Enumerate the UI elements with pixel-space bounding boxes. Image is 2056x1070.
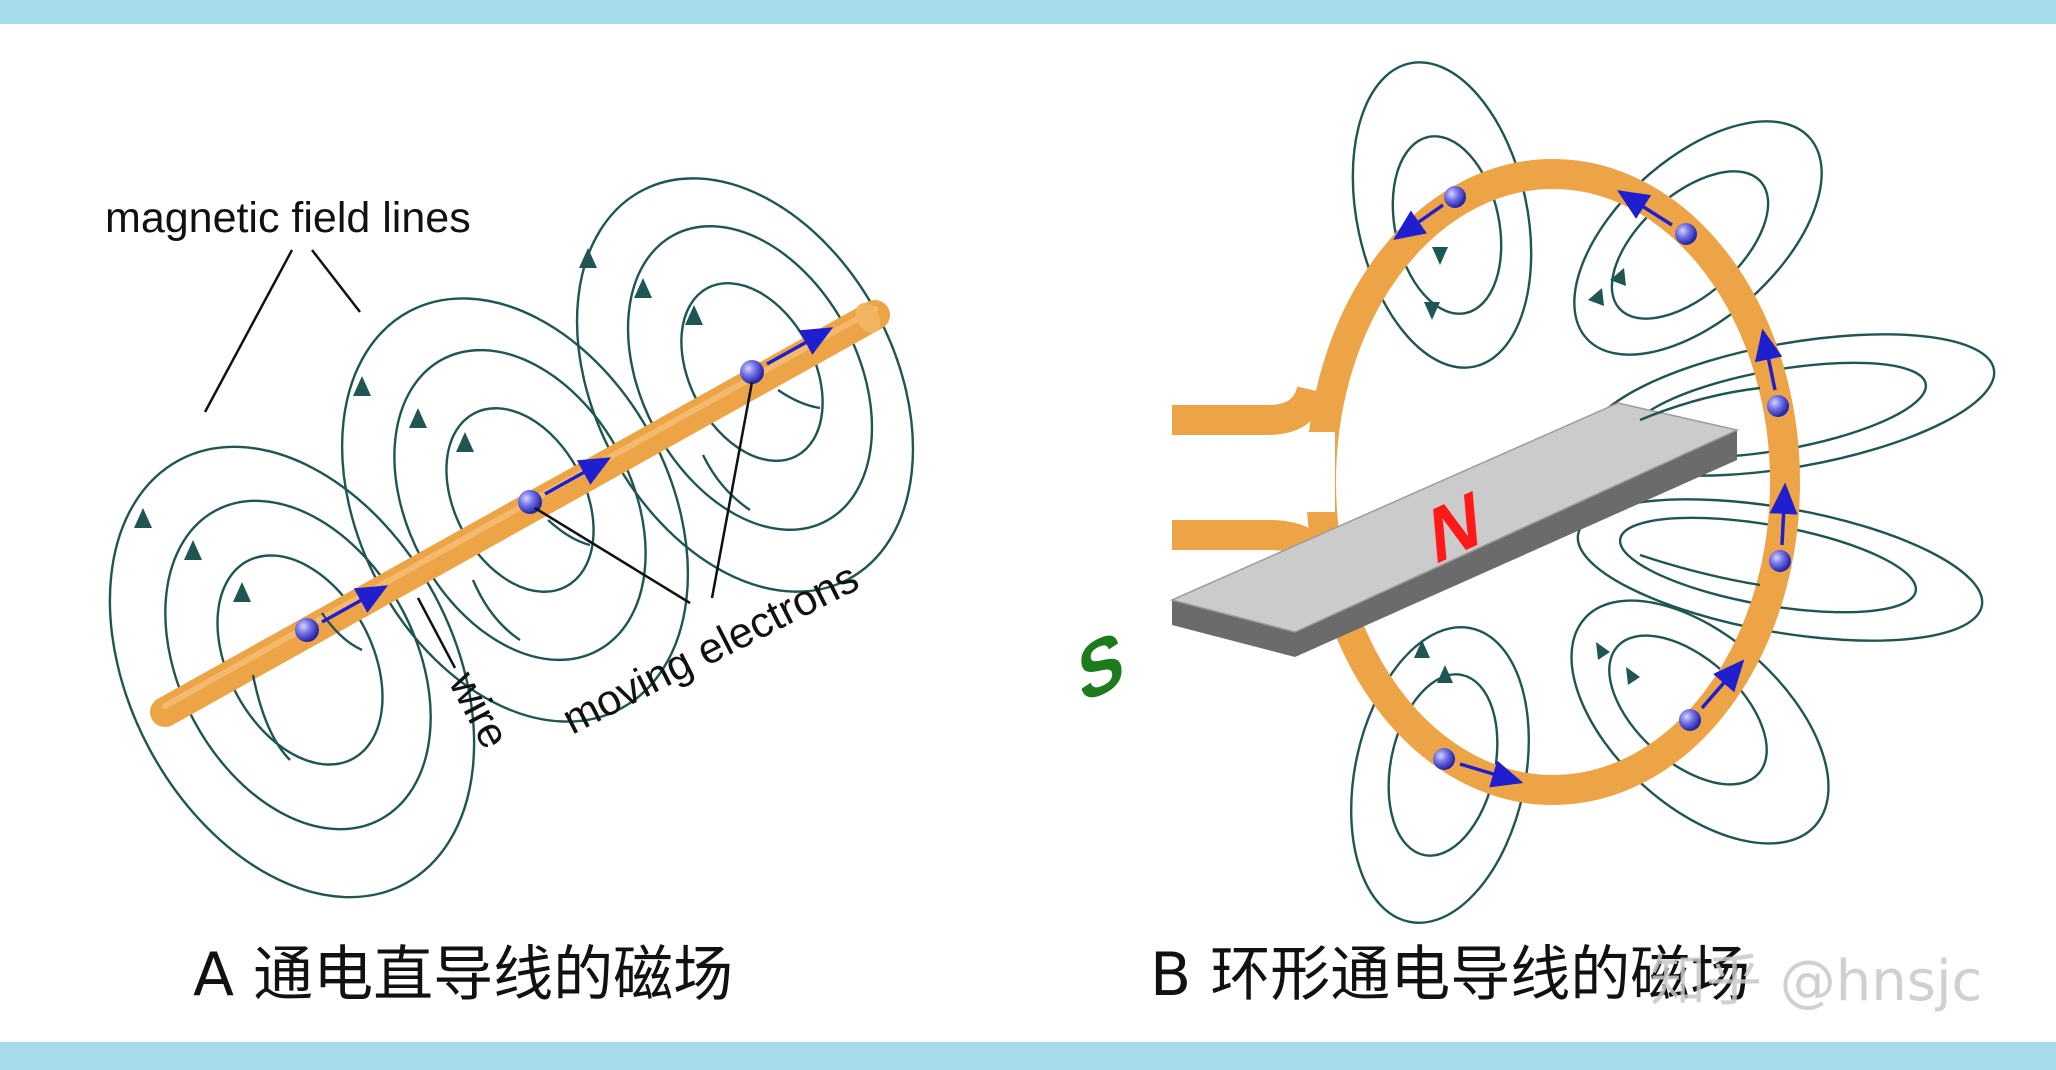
field-line bbox=[164, 499, 432, 831]
watermark: 知乎 @hnsjc bbox=[1650, 949, 1982, 1014]
electron bbox=[1679, 709, 1701, 731]
field-direction-arrow bbox=[134, 508, 152, 528]
electron bbox=[1433, 748, 1455, 770]
bottom-border-band bbox=[0, 1042, 2056, 1070]
field-direction-arrow bbox=[685, 305, 703, 325]
field-direction-arrow bbox=[634, 278, 652, 298]
caption-a: A 通电直导线的磁场 bbox=[193, 940, 733, 1010]
south-pole-label: S bbox=[1075, 613, 1127, 721]
electron-velocity-arrow bbox=[1459, 760, 1524, 788]
electron bbox=[1444, 186, 1466, 208]
panel-b: N S bbox=[1075, 61, 1996, 924]
electrons-straight-wire bbox=[295, 327, 834, 642]
panel-a: magnetic field lines wire moving electro… bbox=[105, 177, 915, 899]
top-border-band bbox=[0, 0, 2056, 24]
field-direction-arrow bbox=[353, 376, 371, 396]
field-lines-front-segments bbox=[251, 389, 821, 761]
wire-label: wire bbox=[439, 663, 519, 756]
electron-velocity-arrow bbox=[1393, 203, 1445, 241]
field-direction-arrow bbox=[409, 408, 427, 428]
electron bbox=[1675, 223, 1697, 245]
field-lines-front-ring bbox=[1639, 386, 1761, 587]
field-line bbox=[108, 445, 476, 899]
electrons-ring-wire bbox=[1393, 186, 1798, 788]
electron-velocity-arrow bbox=[544, 457, 612, 496]
field-direction-arrow bbox=[233, 582, 251, 602]
electron bbox=[1767, 395, 1789, 417]
field-direction-arrow bbox=[1424, 302, 1440, 320]
field-direction-arrow bbox=[184, 540, 202, 560]
electron bbox=[1769, 550, 1791, 572]
electron bbox=[740, 360, 764, 384]
magnetic-field-lines-label: magnetic field lines bbox=[105, 194, 471, 242]
field-direction-arrow bbox=[456, 432, 474, 452]
field-direction-arrow bbox=[1596, 642, 1610, 660]
electron-velocity-arrow bbox=[1700, 659, 1745, 710]
field-direction-arrow bbox=[579, 248, 597, 268]
field-direction-arrow bbox=[1610, 268, 1626, 286]
electron-velocity-arrow bbox=[766, 327, 834, 366]
north-pole-label: N bbox=[1427, 473, 1483, 583]
field-line bbox=[216, 554, 384, 766]
electron-velocity-arrow bbox=[1769, 482, 1798, 546]
leader-lines bbox=[203, 249, 754, 669]
field-direction-arrow bbox=[1432, 247, 1448, 265]
field-direction-arrow bbox=[1626, 667, 1640, 685]
field-direction-arrow bbox=[1414, 640, 1430, 658]
field-direction-arrow bbox=[1588, 288, 1604, 306]
field-lines-straight-wire bbox=[108, 177, 915, 899]
electron-velocity-arrow bbox=[1617, 190, 1673, 227]
electron-velocity-arrow bbox=[321, 585, 389, 624]
electron bbox=[295, 618, 319, 642]
caption-b: B 环形通电导线的磁场 bbox=[1150, 940, 1750, 1010]
field-direction-arrow bbox=[1437, 665, 1453, 683]
ring-wire bbox=[1172, 159, 1800, 805]
bar-magnet: N S bbox=[1075, 402, 1740, 721]
electron-velocity-arrow bbox=[1754, 328, 1783, 391]
